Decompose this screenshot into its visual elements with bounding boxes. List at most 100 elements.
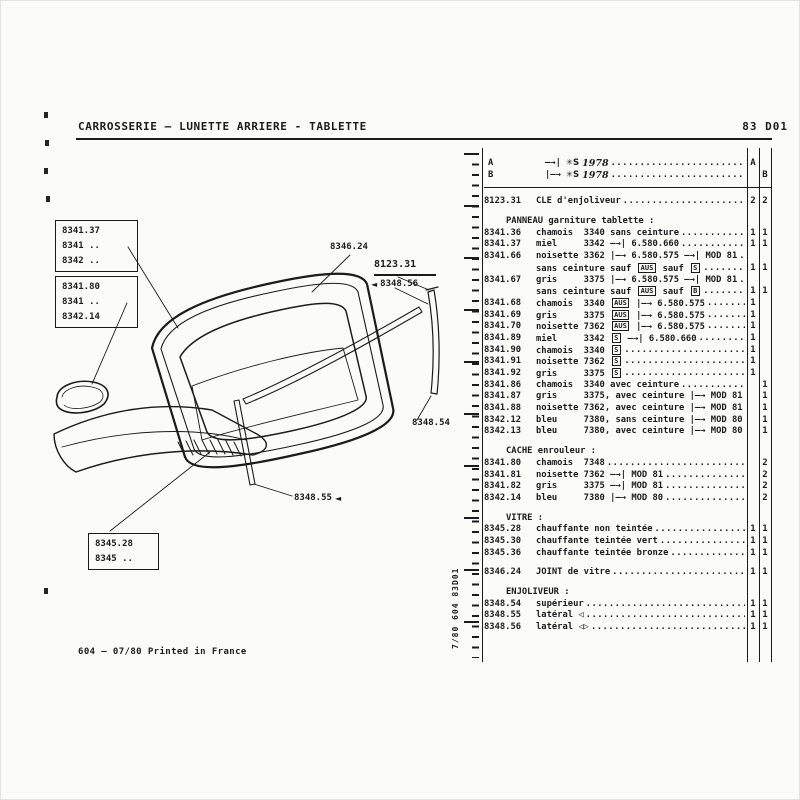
qty-col-a: 1: [750, 309, 756, 320]
part-description: miel 3342 S —→| 6.580.660: [536, 332, 697, 344]
dot-leader: ........................................…: [665, 492, 745, 503]
part-number: 8341.90: [484, 344, 522, 355]
dot-leader: ........................................…: [606, 457, 745, 468]
callout-box-vitre: 8345.28 8345 ..: [88, 533, 159, 570]
table-row: sans ceinture sauf AUS sauf S...........…: [484, 262, 771, 276]
date-range-label: B: [488, 169, 494, 180]
part-number: 8341.37: [62, 226, 100, 236]
qty-col-b: 1: [762, 567, 768, 578]
part-number: 8348.54: [412, 418, 450, 428]
part-number: 8346.24: [484, 567, 522, 578]
dot-leader: ........................................…: [681, 227, 745, 238]
part-description: PANNEAU garniture tablette :: [506, 216, 655, 227]
qty-col-a: 1: [750, 321, 756, 332]
part-description: VITRE :: [506, 512, 544, 523]
dot-leader: ........................................…: [706, 309, 745, 320]
scan-artifact: [46, 196, 50, 202]
shelf-fold-line: [61, 431, 247, 448]
code-box: AUS: [611, 321, 630, 332]
part-description: ENJOLIVEUR :: [506, 587, 570, 597]
cle-underline: [374, 274, 436, 276]
part-description: noisette 7362, avec ceinture |—→ MOD 81: [536, 403, 743, 414]
part-description: noisette 3362 |—→ 6.580.575 —→| MOD 81: [536, 251, 738, 262]
part-number: 8341.88: [484, 403, 522, 414]
qty-col-a: 1: [750, 297, 756, 308]
part-number: 8341.37: [484, 239, 522, 250]
qty-col-a: 1: [750, 567, 756, 578]
row-main: B|—→✳S1978..............................…: [484, 170, 747, 182]
part-description: latéral ◁▷: [536, 622, 589, 633]
part-number: 8345 ..: [95, 554, 133, 564]
part-number: 8348.55: [294, 493, 332, 503]
section-row: VITRE :: [484, 513, 771, 525]
cache-enrouleur: [55, 380, 109, 414]
dot-leader: ........................................…: [706, 297, 745, 308]
part-number: 8345.30: [484, 535, 522, 546]
qty-col-b: 1: [762, 391, 768, 402]
part-number: 8348.56: [484, 622, 522, 633]
scan-artifact: [44, 168, 48, 174]
dot-leader: ........................................…: [610, 169, 745, 180]
dot-leader: ........................................…: [622, 196, 745, 207]
cache-enrouleur-inner: [61, 385, 104, 409]
qty-col-b: 2: [762, 196, 768, 207]
part-number: 8341.92: [484, 368, 522, 378]
part-number: 8341.70: [484, 321, 522, 332]
dot-leader: ........................................…: [681, 379, 745, 390]
qty-col-a: 1: [750, 598, 756, 609]
part-number: 8348.55: [484, 610, 522, 621]
callout-box-panneau: 8341.37 8341 .. 8342 ..: [55, 220, 138, 272]
section-row: CACHE enrouleur :: [484, 446, 771, 458]
dot-leader: ........................................…: [585, 610, 745, 621]
qty-col-a: 1: [750, 262, 756, 273]
qty-col-a: 1: [750, 344, 756, 355]
part-description: sans ceinture sauf AUS sauf S: [484, 262, 701, 276]
dot-leader: ........................................…: [681, 239, 745, 250]
qty-col-a: 1: [750, 610, 756, 621]
part-description: gris 3375 S: [536, 368, 622, 381]
dot-leader: ........................................…: [739, 274, 745, 285]
glass-pane: [179, 302, 367, 441]
qty-col-b: 1: [762, 403, 768, 414]
qty-col-b: 1: [762, 535, 768, 546]
dot-leader: ........................................…: [654, 524, 745, 535]
part-number: 8345.28: [95, 539, 133, 549]
parts-rows: A—→|✳S1978..............................…: [484, 152, 771, 634]
qty-col-b: 1: [762, 227, 768, 238]
part-description: chauffante non teintée: [536, 524, 653, 535]
part-number: 8342 ..: [62, 256, 100, 266]
part-number: 8341.66: [484, 251, 522, 262]
date-arrow-icon: —→|: [545, 158, 561, 168]
table-row: sans ceinture sauf AUS sauf B...........…: [484, 286, 771, 298]
footer-note: 604 – 07/80 Printed in France: [78, 647, 247, 657]
part-number: 8341.91: [484, 356, 522, 367]
part-number: 8341.80: [62, 282, 100, 292]
qty-col-line-1: [747, 148, 749, 662]
qty-col-a: 1: [750, 547, 756, 558]
part-number: 8342.12: [484, 414, 522, 425]
code-box: B: [690, 286, 700, 297]
code-box: S: [611, 356, 621, 367]
part-number: 8341.82: [484, 481, 522, 492]
dot-leader: ........................................…: [624, 356, 745, 367]
dot-leader: ........................................…: [665, 481, 745, 492]
